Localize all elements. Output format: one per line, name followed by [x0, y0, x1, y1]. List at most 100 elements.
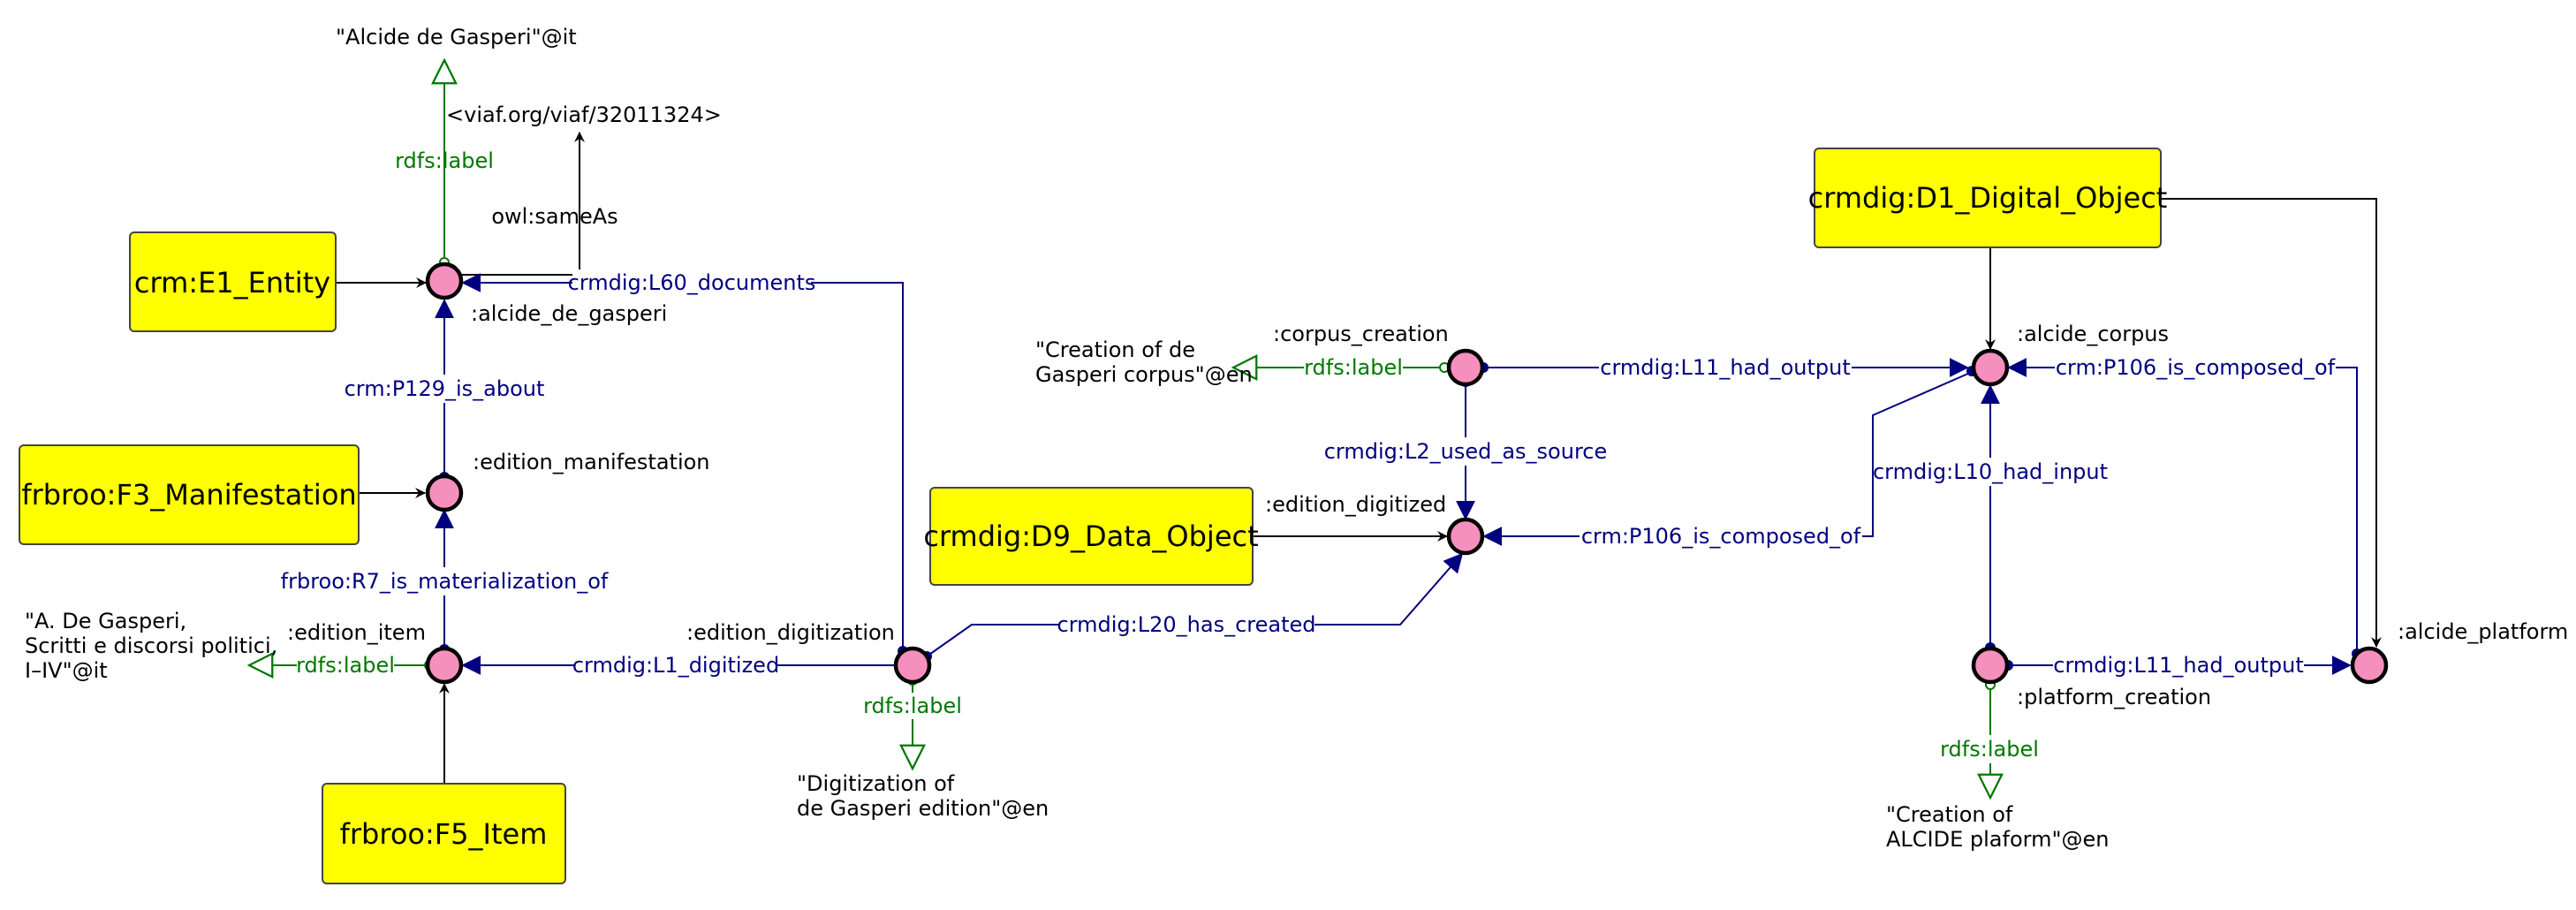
edge-rdfs-label-platform-creation[interactable]: rdfs:label: [1940, 679, 2039, 798]
edge-label-bg: [1325, 437, 1606, 466]
class-label: frbroo:F5_Item: [340, 817, 548, 851]
edge-label: rdfs:label: [296, 653, 395, 678]
edge-l1-digitized[interactable]: crmdig:L1_digitized: [461, 651, 905, 679]
edge-label-bg: [1599, 353, 1852, 382]
edge-rdfs-label-corpus-creation[interactable]: rdfs:label: [1233, 353, 1450, 382]
literal-line: "Digitization of: [797, 771, 955, 796]
svg-text:"Digitization of de Gasp: "Digitization of de Gasperi edition"@en: [797, 771, 1049, 821]
class-label: crmdig:D9_Data_Object: [923, 519, 1258, 553]
edge-r7-is-materialization-of[interactable]: frbroo:R7_is_materialization_of: [281, 509, 609, 655]
literal-alcide-de-gasperi-it: "Alcide de Gasperi"@it: [336, 25, 577, 49]
edge-label: crm:P106_is_composed_of: [2056, 355, 2336, 380]
node-label: :edition_manifestation: [473, 450, 710, 474]
edge-label: crmdig:L60_documents: [568, 270, 816, 295]
class-box-d9-data-object[interactable]: crmdig:D9_Data_Object: [923, 487, 1259, 586]
edge-label: crmdig:L2_used_as_source: [1324, 439, 1608, 464]
node-platform-creation[interactable]: :platform_creation: [1971, 646, 2211, 709]
node-edition-manifestation[interactable]: :edition_manifestation: [425, 450, 710, 512]
edge-rdfs-label-alcide-de-gasperi[interactable]: rdfs:label: [395, 60, 494, 268]
literal-scritti-discorsi-it: "A. De Gasperi, Scritti e discorsi polit…: [25, 609, 284, 683]
edge-l11-corpus-creation-output[interactable]: crmdig:L11_had_output: [1478, 353, 1969, 382]
edge-label-bg: [1940, 735, 2039, 763]
literal-line: Scritti e discorsi politici,: [25, 633, 277, 658]
edge-p129-is-about[interactable]: crm:P129_is_about: [338, 299, 550, 482]
literal-line: ALCIDE plaform"@en: [1886, 827, 2109, 852]
literal-line: "Creation of: [1886, 802, 2013, 827]
literal-line: <viaf.org/viaf/32011324>: [446, 102, 722, 127]
node-alcide-corpus[interactable]: :alcide_corpus: [1971, 322, 2169, 387]
literal-line: Gasperi corpus"@en: [1035, 362, 1253, 387]
edge-label-bg: [574, 651, 777, 679]
node-edition-item[interactable]: :edition_item: [287, 620, 464, 685]
class-label: frbroo:F3_Manifestation: [21, 478, 356, 512]
edge-label: crmdig:L10_had_input: [1873, 459, 2108, 484]
literal-viaf-uri: <viaf.org/viaf/32011324>: [446, 102, 722, 127]
edge-label: rdfs:label: [395, 148, 494, 173]
edge-rdfs-label-edition-digitization[interactable]: rdfs:label: [863, 675, 962, 769]
node-label: :corpus_creation: [1273, 322, 1449, 346]
node-label: :platform_creation: [2017, 685, 2211, 709]
edge-label-bg: [2055, 353, 2336, 382]
edge-p106-corpus-to-digitized[interactable]: crm:P106_is_composed_of: [1482, 366, 1977, 550]
class-box-e1-entity[interactable]: crm:E1_Entity: [129, 231, 337, 332]
node-corpus-creation[interactable]: :corpus_creation: [1273, 322, 1485, 387]
edge-label-bg: [338, 375, 550, 403]
edge-label-bg: [297, 651, 394, 679]
edge-label: crmdig:L11_had_output: [1600, 355, 1850, 380]
literal-line: "Alcide de Gasperi"@it: [336, 25, 577, 49]
edge-label-bg: [572, 269, 811, 296]
node-alcide-platform[interactable]: :alcide_platform: [2350, 619, 2568, 685]
edge-label: crm:P106_is_composed_of: [1581, 524, 1861, 549]
node-label: :edition_digitized: [1265, 492, 1446, 517]
edge-label: rdfs:label: [1940, 737, 2039, 762]
edge-label: frbroo:R7_is_materialization_of: [281, 569, 609, 594]
edge-label: owl:sameAs: [491, 204, 617, 229]
edge-label: crmdig:L11_had_output: [2053, 653, 2303, 678]
class-label: crm:E1_Entity: [134, 266, 330, 300]
edge-label-bg: [1058, 610, 1315, 639]
literal-line: "A. De Gasperi,: [25, 609, 186, 633]
edge-label-bg: [1875, 458, 2106, 486]
node-label: :alcide_de_gasperi: [471, 301, 667, 326]
literal-line: de Gasperi edition"@en: [797, 796, 1049, 821]
edge-p106-platform-to-corpus[interactable]: crm:P106_is_composed_of: [2007, 353, 2362, 659]
edge-l2-used-as-source[interactable]: crmdig:L2_used_as_source: [1324, 376, 1608, 520]
svg-text:<viaf.org/viaf/32011324>: <viaf.org/viaf/32011324>: [446, 102, 722, 127]
class-box-f5-item[interactable]: frbroo:F5_Item: [322, 783, 566, 884]
edge-label: crmdig:L20_has_created: [1057, 612, 1316, 637]
edge-label-bg: [281, 567, 608, 595]
node-edition-digitization[interactable]: :edition_digitization: [686, 620, 932, 685]
edge-line: [2161, 198, 2382, 648]
node-label: :alcide_corpus: [2017, 322, 2169, 346]
node-label: :edition_item: [287, 620, 426, 645]
svg-text:"Creation of de Gasperi: "Creation of de Gasperi corpus"@en: [1035, 337, 1253, 387]
node-label: :edition_digitization: [686, 620, 895, 645]
edge-label-bg: [1580, 522, 1862, 550]
literal-line: "Creation of de: [1035, 337, 1195, 362]
edge-label-bg: [2053, 651, 2304, 679]
edge-type-d1-platform: [2161, 198, 2382, 648]
svg-text:"Creation of ALCIDE plaf: "Creation of ALCIDE plaform"@en: [1886, 802, 2109, 852]
edge-label: rdfs:label: [863, 694, 962, 718]
edge-l11-platform-creation-output[interactable]: crmdig:L11_had_output: [2003, 651, 2352, 679]
edge-label-bg: [863, 693, 962, 719]
edge-label: crm:P129_is_about: [345, 376, 545, 401]
edge-label: rdfs:label: [1304, 355, 1403, 380]
edge-label: crmdig:L1_digitized: [572, 653, 779, 678]
svg-text:"Alcide de Gasperi"@it: "Alcide de Gasperi"@it: [336, 25, 577, 49]
edge-l60-documents[interactable]: crmdig:L60_documents: [461, 269, 908, 656]
node-alcide-de-gasperi[interactable]: :alcide_de_gasperi: [425, 262, 667, 326]
edge-l20-has-created[interactable]: crmdig:L20_has_created: [921, 552, 1464, 662]
class-box-f3-manifestation[interactable]: frbroo:F3_Manifestation: [19, 444, 360, 545]
edge-line: [2007, 358, 2358, 654]
literal-line: I–IV"@it: [25, 658, 108, 683]
svg-text:"A. De Gasperi, Scritti: "A. De Gasperi, Scritti e discorsi polit…: [25, 609, 284, 683]
class-box-d1-digital-object[interactable]: crmdig:D1_Digital_Object: [1808, 148, 2168, 248]
node-label: :alcide_platform: [2398, 619, 2568, 644]
node-edition-digitized[interactable]: :edition_digitized: [1265, 492, 1485, 556]
edge-l10-had-input[interactable]: crmdig:L10_had_input: [1873, 384, 2108, 653]
literal-digitization-en: "Digitization of de Gasperi edition"@en: [797, 771, 1049, 821]
literal-corpus-creation-en: "Creation of de Gasperi corpus"@en: [1035, 337, 1253, 387]
class-label: crmdig:D1_Digital_Object: [1808, 181, 2168, 215]
